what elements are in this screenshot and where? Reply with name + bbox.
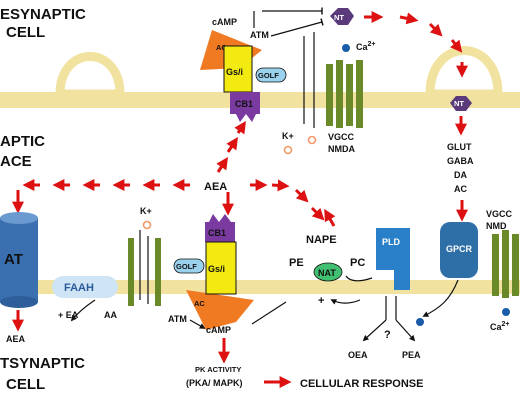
pld-enzyme (376, 228, 410, 290)
post-cb1-label: CB1 (208, 228, 226, 238)
pre-atm-label: ATM (250, 30, 269, 40)
transmitter-glut: GLUT (447, 142, 472, 152)
post-ca-ion-1 (416, 318, 424, 326)
pre-gsi-box (223, 45, 253, 93)
pre-vgcc-channels (326, 60, 363, 128)
nat-enzyme (313, 262, 343, 282)
camp-to-plus-line (251, 301, 287, 325)
post-nmda-label: NMD (486, 221, 507, 231)
pre-ca-label: Ca2+ (356, 41, 376, 52)
post-vgcc-channels (492, 230, 519, 298)
presynaptic-label-1: ESYNAPTIC (0, 6, 86, 23)
plus-ea-label: + EA (58, 310, 79, 320)
post-atm-label: ATM (168, 314, 187, 324)
postsynaptic-label-2: CELL (6, 376, 45, 393)
pre-k-channel (303, 32, 315, 128)
gpcr-arrow (422, 279, 459, 317)
post-golf-label: GOLF (176, 262, 197, 271)
presynaptic-label-2: CELL (6, 24, 45, 41)
post-vgcc-label: VGCC (486, 209, 513, 219)
aea-center-label: AEA (204, 181, 227, 193)
post-k-label: K+ (140, 206, 152, 216)
nape-label: NAPE (306, 234, 337, 246)
pea-label: PEA (402, 350, 421, 360)
aa-label: AA (104, 310, 117, 320)
pld-to-plus-arrow (330, 299, 361, 305)
pre-k-ion-2 (307, 135, 317, 145)
post-cb1-tail (209, 214, 231, 222)
nt-release-arrows (364, 11, 468, 78)
question-label: ? (384, 329, 391, 341)
pre-gsi-label: Gs/i (226, 67, 243, 77)
oea-label: OEA (348, 350, 368, 360)
post-camp-label: cAMP (206, 325, 231, 335)
post-k-channel (128, 230, 161, 306)
post-ac-shape (186, 290, 254, 330)
post-cb1-receptor (205, 222, 235, 242)
pk-activity-line1: PK ACTIVITY (195, 365, 241, 374)
pre-ca-ion (342, 44, 350, 52)
pre-nt-label: NT (334, 13, 344, 22)
synaptic-label-1: APTIC (0, 133, 45, 150)
pre-cb1-tail (236, 114, 256, 122)
pld-label: PLD (382, 237, 401, 247)
pre-k-label: K+ (282, 131, 294, 141)
faah-enzyme (52, 276, 118, 298)
pk-activity-line2: (PKA/ MAPK) (186, 378, 243, 388)
pre-golf-oval (255, 67, 287, 83)
post-plus-label: + (318, 295, 324, 307)
postsynaptic-label-1: TSYNAPTIC (0, 355, 85, 372)
post-gsi-label: Gs/i (208, 264, 225, 274)
faah-label: FAAH (64, 282, 94, 294)
post-gsi-box (205, 241, 237, 295)
transmitter-gaba: GABA (447, 156, 474, 166)
presynaptic-feedback (253, 7, 324, 37)
released-nt-label: NT (454, 99, 464, 108)
cellular-response-label: CELLULAR RESPONSE (300, 378, 423, 390)
pre-cb1-label: CB1 (235, 99, 253, 109)
pld-products (362, 296, 416, 342)
pre-camp-label: cAMP (212, 17, 237, 27)
released-nt-hexagon (450, 96, 472, 111)
pre-nt-hexagon (330, 8, 354, 25)
nat-label: NAT (318, 268, 336, 278)
at-transporter (0, 212, 38, 308)
gpcr-receptor (440, 222, 478, 278)
at-label: AT (4, 251, 23, 268)
pre-golf-label: GOLF (258, 71, 279, 80)
aea-retrograde-arrows (11, 121, 336, 227)
transmitter-da: DA (454, 170, 467, 180)
atm-arrow (189, 319, 206, 329)
pre-nmda-label: NMDA (328, 144, 355, 154)
pc-label: PC (350, 257, 365, 269)
transmitter-ac: AC (454, 184, 467, 194)
synaptic-label-2: ACE (0, 153, 32, 170)
faah-to-ea-arrow (70, 299, 96, 322)
pre-k-ion-1 (283, 145, 293, 155)
pe-label: PE (289, 257, 304, 269)
pre-cb1-receptor (230, 92, 260, 114)
post-ca-ion-2 (502, 308, 510, 316)
post-ca-label: Ca2+ (490, 321, 510, 332)
gpcr-label: GPCR (446, 244, 473, 254)
pre-ac-label: AC (216, 43, 227, 52)
aea-out-label: AEA (6, 334, 26, 344)
nat-curve (345, 275, 373, 282)
pre-vgcc-label: VGCC (328, 132, 355, 142)
post-k-ion (142, 220, 152, 230)
post-ac-label: AC (194, 299, 205, 308)
post-golf-oval (173, 258, 205, 274)
